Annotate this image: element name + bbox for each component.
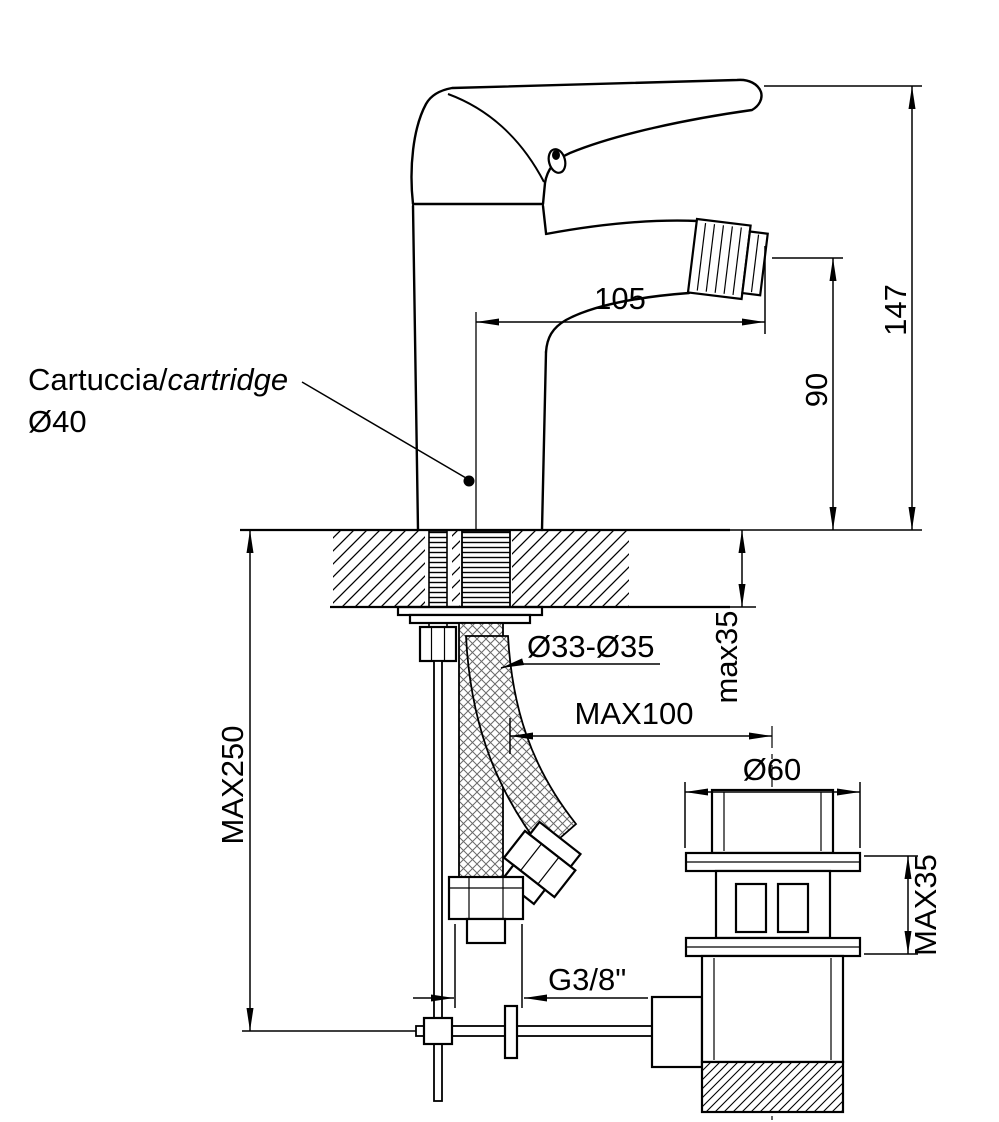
label-shank-diameter: Ø33-Ø35 <box>527 629 655 664</box>
drain-window <box>734 882 768 934</box>
aerator-striation <box>714 225 725 293</box>
leader-dot <box>463 475 475 487</box>
faucet-handle-inner-line <box>447 93 545 183</box>
aerator-striation <box>696 223 707 291</box>
aerator-striation <box>732 227 742 296</box>
countertop-hatch-middle <box>452 531 460 606</box>
countertop-lines <box>240 528 730 609</box>
dim-label-d60: Ø60 <box>743 752 802 787</box>
dimension-147: 147 <box>730 85 922 531</box>
popup-rod-joint <box>422 1016 454 1046</box>
dimension-d60: Ø60 <box>684 752 861 848</box>
aerator-striation <box>705 224 716 292</box>
dim-label-max250: MAX250 <box>215 726 250 845</box>
faucet-body-left-edge <box>411 204 420 532</box>
drain-window <box>776 882 810 934</box>
dim-label-max100: MAX100 <box>575 696 694 731</box>
leader-cartridge: Cartuccia/cartridge Ø40 <box>28 362 475 487</box>
countertop-section <box>333 531 629 606</box>
dimension-90: 90 <box>772 257 843 530</box>
mounting-washer-top <box>396 605 544 617</box>
leader-shank-diameter: Ø33-Ø35 <box>500 629 660 669</box>
drain-plug <box>710 788 835 855</box>
handle-indicator-dot-fill <box>552 150 560 160</box>
faucet-body-right-upper-edge <box>541 204 548 235</box>
faucet-mixer <box>410 78 769 532</box>
dimension-max35-counter: max35 <box>709 530 756 704</box>
fitting-hex-flat <box>520 843 542 871</box>
cartridge-diameter-label: Ø40 <box>28 404 87 439</box>
countertop-hatch-right <box>512 531 629 606</box>
drain-body <box>714 869 832 940</box>
drain-tailpiece-thread <box>700 1060 845 1114</box>
countertop-hatch-left <box>333 531 425 606</box>
dim-label-105: 105 <box>594 281 646 316</box>
drain-lower-body <box>700 954 845 1064</box>
label-thread-size: G3/8" <box>548 962 626 997</box>
dimension-max250: MAX250 <box>215 530 416 1032</box>
popup-linkage-clamp <box>503 1004 519 1060</box>
dim-label-90: 90 <box>799 373 834 407</box>
faucet-body-right-lower-edge <box>540 350 548 532</box>
mounting-washer-bottom <box>408 613 532 625</box>
faucet-spout-top-edge <box>544 219 700 236</box>
dim-label-max35-counter: max35 <box>709 610 744 703</box>
aerator-striation <box>723 226 733 294</box>
popup-lever-block <box>650 995 704 1069</box>
drain-assembly <box>684 726 862 1120</box>
g38-nut-end <box>465 917 507 945</box>
cartridge-label-italic: cartridge <box>168 362 289 397</box>
dim-label-147: 147 <box>878 284 913 336</box>
faucet-spout-bottom-edge <box>544 291 691 354</box>
flexible-hoses <box>447 622 583 945</box>
mounting-nut <box>418 625 458 663</box>
faucet-handle <box>410 78 763 206</box>
dimension-max35-drain: MAX35 <box>864 854 943 956</box>
leader-line <box>500 658 660 669</box>
popup-rod <box>433 660 443 1102</box>
cartridge-label: Cartuccia/cartridge <box>28 362 288 397</box>
aerator-tip-line <box>750 234 760 293</box>
faucet-spout-aerator <box>686 217 769 301</box>
dimension-max100: MAX100 <box>509 696 772 754</box>
hose-fitting-g38-nut <box>447 875 525 921</box>
leader-line <box>301 381 467 479</box>
dimension-105: 105 <box>475 246 766 530</box>
dimension-g38: G3/8" <box>413 924 648 1008</box>
faucet-threaded-shank <box>461 530 511 608</box>
mounting-hardware <box>396 530 544 1102</box>
fitting-hex-flat <box>537 857 560 885</box>
cartridge-label-regular: Cartuccia/ <box>28 362 168 397</box>
dim-label-max35-drain: MAX35 <box>908 854 943 956</box>
popup-linkage <box>415 995 704 1069</box>
